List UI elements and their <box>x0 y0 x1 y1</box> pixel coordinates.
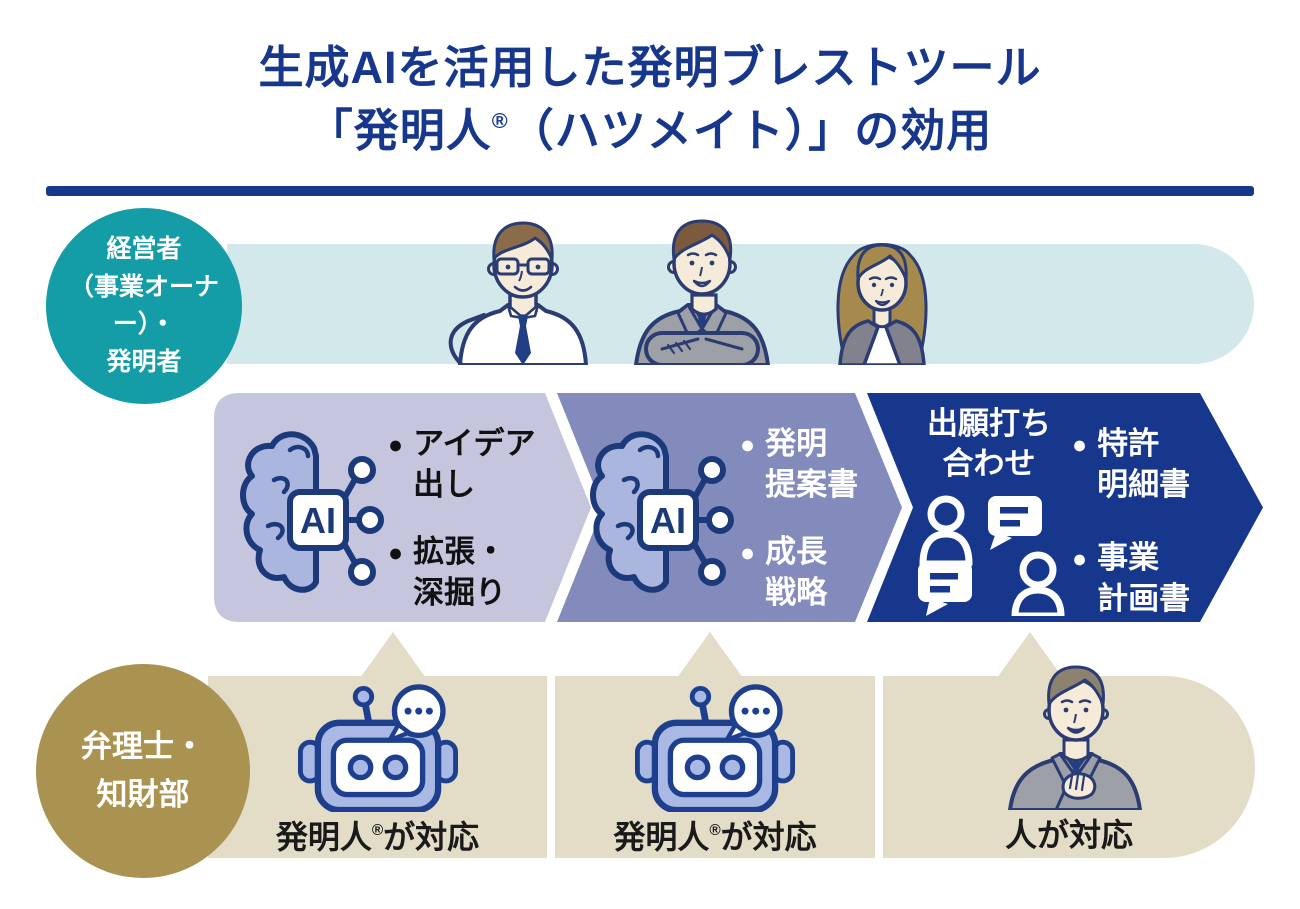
title-divider <box>46 186 1254 196</box>
segment-label: 人が対応 <box>1004 817 1133 853</box>
bullet-marker: ● <box>388 538 404 567</box>
registered-mark: ® <box>371 822 384 840</box>
bottom-segment-3: 人が対応 <box>883 665 1255 858</box>
bullet-marker: ● <box>388 431 404 459</box>
attorney-person-icon <box>1008 665 1142 810</box>
up-triangle-connector <box>677 632 743 678</box>
robot-chat-icon <box>297 684 458 812</box>
up-triangle-connector <box>360 632 426 678</box>
bullet-marker: ● <box>1072 544 1088 573</box>
businessperson-crossed-arms-illustration <box>634 219 770 365</box>
businesswoman-illustration <box>836 243 928 365</box>
segment-label: 発明人®が対応 <box>613 819 817 855</box>
segment-label: 発明人®が対応 <box>275 819 480 855</box>
stage3-heading: 出願打ち 合わせ <box>927 406 1051 481</box>
ai-brain-icon: AI <box>590 431 734 593</box>
page-title: 生成AIを活用した発明ブレストツール 「発明人®（ハツメイト）」の効用 <box>0 36 1300 162</box>
bullet-marker: ● <box>1072 431 1088 459</box>
robot-chat-icon <box>635 684 795 812</box>
executives-circle: 経営者 （事業オーナー）・ 発明者 <box>46 208 242 404</box>
bullet-item: ● アイデア 出し <box>388 426 536 502</box>
bullet-item: ● 成長 戦略 <box>740 533 828 610</box>
ai-label: AI <box>300 500 336 541</box>
bullet-marker: ● <box>740 538 756 567</box>
registered-mark: ® <box>491 108 509 133</box>
title-line1: 生成AIを活用した発明ブレストツール <box>258 42 1042 93</box>
bullet-item: ● 特許 明細書 <box>1072 426 1191 502</box>
meeting-chat-icon <box>918 495 1065 616</box>
stage3-bullets: ● 特許 明細書 ● 事業 計画書 <box>1072 424 1190 620</box>
attorney-band: 発明人®が対応 発明人®が対応 <box>208 665 1255 858</box>
bottom-segment-1: 発明人®が対応 <box>208 676 547 858</box>
bullet-item: ● 事業 計画書 <box>1072 539 1191 616</box>
attorneys-circle: 弁理士・ 知財部 <box>36 664 250 878</box>
businessperson-glasses-illustration <box>448 221 588 365</box>
bullet-item: ● 発明 提案書 <box>740 426 859 502</box>
bullet-marker: ● <box>740 431 756 459</box>
bottom-segment-2: 発明人®が対応 <box>555 676 875 858</box>
up-triangle-connector <box>997 632 1063 678</box>
title-line2: 「発明人®（ハツメイト）」の効用 <box>307 105 993 156</box>
ai-label: AI <box>650 500 686 541</box>
registered-mark: ® <box>709 822 721 840</box>
stage1-bullets: ● アイデア 出し ● 拡張・ 深掘り <box>388 424 536 614</box>
ai-brain-icon: AI <box>240 431 384 593</box>
stage2-bullets: ● 発明 提案書 ● 成長 戦略 <box>740 424 858 614</box>
bullet-item: ● 拡張・ 深掘り <box>388 533 507 610</box>
